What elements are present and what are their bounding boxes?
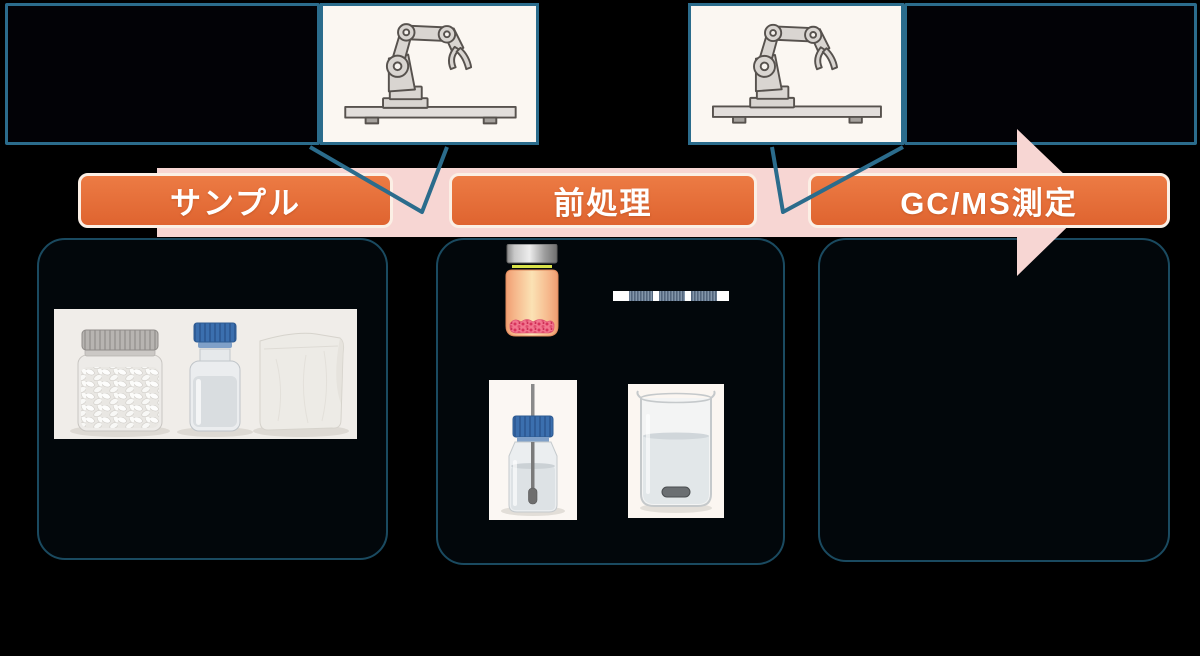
step-banner-gcms: GC/MS測定 — [808, 173, 1170, 228]
robot-panel-right — [688, 3, 904, 145]
sample-vial-icon — [505, 243, 559, 337]
step-label-gcms: GC/MS測定 — [900, 186, 1078, 221]
card-pretreatment — [436, 238, 785, 565]
callout-left-box — [5, 3, 320, 145]
step-banner-sample: サンプル — [78, 173, 393, 228]
robot-arm-icon — [711, 23, 882, 124]
reagent-bottle-probe-photo — [489, 380, 577, 520]
step-label-pretreatment: 前処理 — [553, 186, 653, 221]
card-sample — [37, 238, 388, 560]
beaker-photo — [628, 384, 724, 518]
callout-right-box — [904, 3, 1197, 145]
step-banner-pretreatment: 前処理 — [449, 173, 757, 228]
card-gcms — [818, 238, 1170, 562]
robot-panel-left — [320, 3, 539, 145]
striped-column-icon — [613, 288, 729, 301]
robot-arm-icon — [344, 23, 517, 125]
step-label-sample: サンプル — [169, 186, 302, 221]
sample-containers-photo — [54, 309, 357, 439]
